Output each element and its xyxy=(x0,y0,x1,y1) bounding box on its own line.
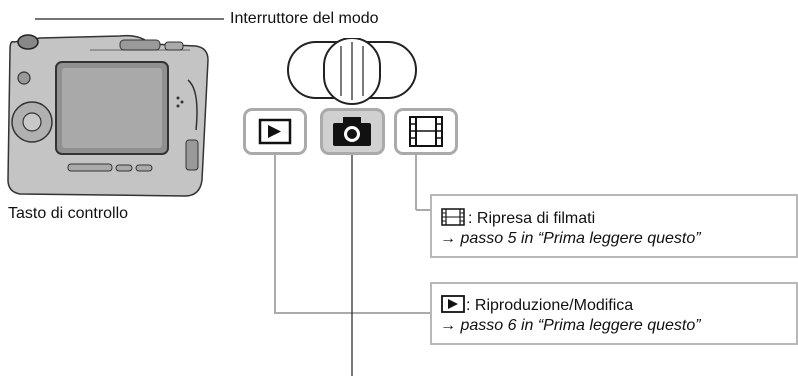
movie-box-title-row: : Ripresa di filmati xyxy=(440,208,595,228)
playback-box-title: : Riproduzione/Modifica xyxy=(466,297,634,314)
camera-icon xyxy=(333,117,371,146)
movie-mode-icon xyxy=(394,108,458,155)
mode-switch-label: Interruttore del modo xyxy=(230,10,379,27)
playback-box-title-row: : Riproduzione/Modifica xyxy=(440,295,633,315)
playback-icon xyxy=(441,295,465,313)
control-button-label: Tasto di controllo xyxy=(8,205,129,222)
movie-box-ref: passo 5 in “Prima leggere questo” xyxy=(460,230,701,247)
mode-switch-slider xyxy=(287,38,417,105)
arrow-icon: → xyxy=(440,317,456,334)
playback-mode-box: : Riproduzione/Modifica → passo 6 in “Pr… xyxy=(430,282,798,345)
arrow-icon: → xyxy=(440,230,456,247)
movie-mode-box: : Ripresa di filmati → passo 5 in “Prima… xyxy=(430,194,798,258)
camera-mode-icon xyxy=(320,108,385,155)
movie-icon xyxy=(441,208,465,226)
playback-box-ref: passo 6 in “Prima leggere questo” xyxy=(460,317,701,334)
camera-illustration xyxy=(7,34,209,197)
playback-box-ref-row: → passo 6 in “Prima leggere questo” xyxy=(440,317,701,335)
movie-icon xyxy=(409,116,443,147)
playback-icon xyxy=(258,118,292,145)
movie-box-ref-row: → passo 5 in “Prima leggere questo” xyxy=(440,230,701,248)
movie-box-title: : Ripresa di filmati xyxy=(468,210,596,227)
playback-mode-icon xyxy=(243,108,307,155)
